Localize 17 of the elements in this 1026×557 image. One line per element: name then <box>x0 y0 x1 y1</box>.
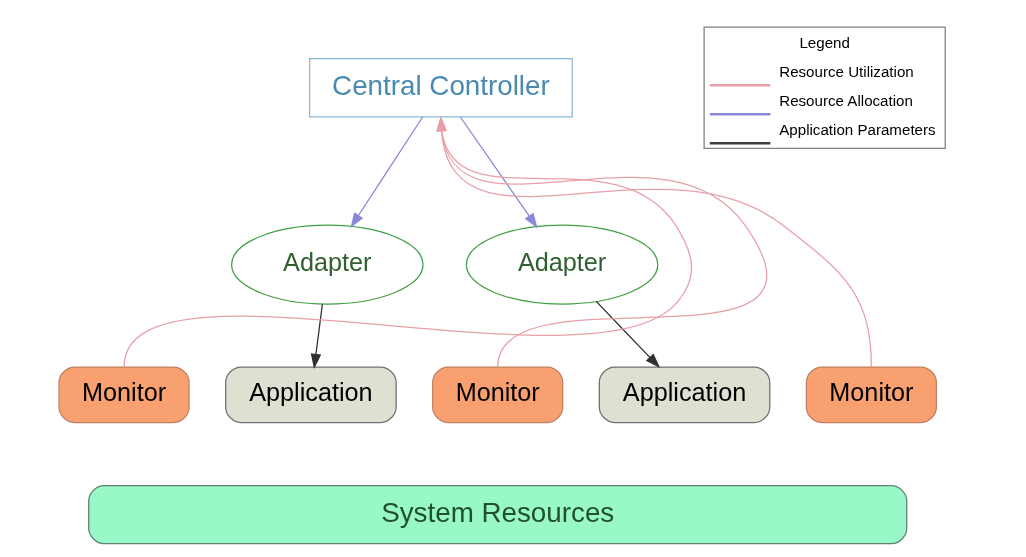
label: Legend <box>798 34 850 52</box>
node-box: Monitor <box>805 366 937 424</box>
legend-label: Application Parameters <box>778 121 936 139</box>
legend-label: Resource Utilization <box>778 63 914 81</box>
node-ellipse: Adapter <box>465 224 658 305</box>
arrow <box>595 300 660 369</box>
node-box: System Resources <box>87 485 907 545</box>
node-box: Monitor <box>431 366 563 424</box>
node-box: Application <box>224 366 397 424</box>
arrow <box>349 116 423 228</box>
arrow <box>310 303 323 369</box>
node-box: Monitor <box>57 366 190 424</box>
node-box: Application <box>598 366 770 424</box>
arrow <box>459 116 538 229</box>
node-box: Central Controller <box>308 58 573 118</box>
legend-label: Resource Allocation <box>778 92 913 110</box>
node-ellipse: Adapter <box>230 224 424 305</box>
